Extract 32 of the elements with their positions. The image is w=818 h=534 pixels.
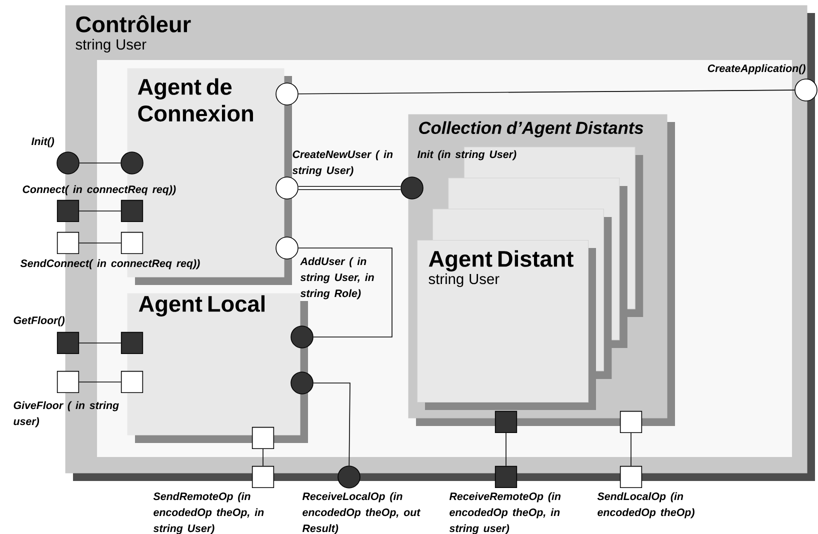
- port-label: ReceiveRemoteOp (in encodedOp theOp, in string user): [449, 492, 561, 534]
- port-square: [120, 370, 144, 394]
- port-square: [120, 332, 144, 354]
- port-square: [120, 232, 144, 254]
- connector-line: [78, 342, 122, 344]
- port-circle: [290, 326, 314, 348]
- port-circle: [290, 372, 314, 394]
- connector-line: [78, 210, 122, 212]
- port-label: Init (in string User): [417, 150, 516, 160]
- port-label: SendLocalOp (in encodedOp theOp): [597, 492, 694, 518]
- connector-line: [630, 432, 632, 466]
- connector-line: [262, 448, 264, 466]
- port-square: [252, 426, 274, 450]
- connector-line: [298, 186, 401, 190]
- connector-line: [298, 248, 392, 338]
- connector-line: [79, 162, 121, 164]
- connector-line: [78, 242, 122, 244]
- port-label: ReceiveLocalOp (in encodedOp theOp, out Result): [302, 492, 421, 534]
- connector-line: [313, 382, 350, 466]
- port-label: Connect( in connectReq req)): [22, 185, 176, 196]
- connector-line: [298, 90, 795, 94]
- port-label: CreateApplication(): [708, 64, 806, 74]
- port-label: CreateNewUser ( in string User): [292, 150, 393, 176]
- port-label: SendRemoteOp (in encodedOp theOp, in string User): [153, 492, 264, 534]
- port-label: GiveFloor ( in string user): [14, 401, 119, 428]
- port-circle: [276, 82, 298, 106]
- component-box: Agent Distant string User: [417, 240, 596, 410]
- port-circle: [120, 152, 144, 174]
- port-label: SendConnect( in connectReq req)): [20, 259, 200, 270]
- port-label: Init(): [31, 137, 54, 148]
- port-square: [120, 200, 144, 222]
- port-label: GetFloor(): [14, 316, 65, 326]
